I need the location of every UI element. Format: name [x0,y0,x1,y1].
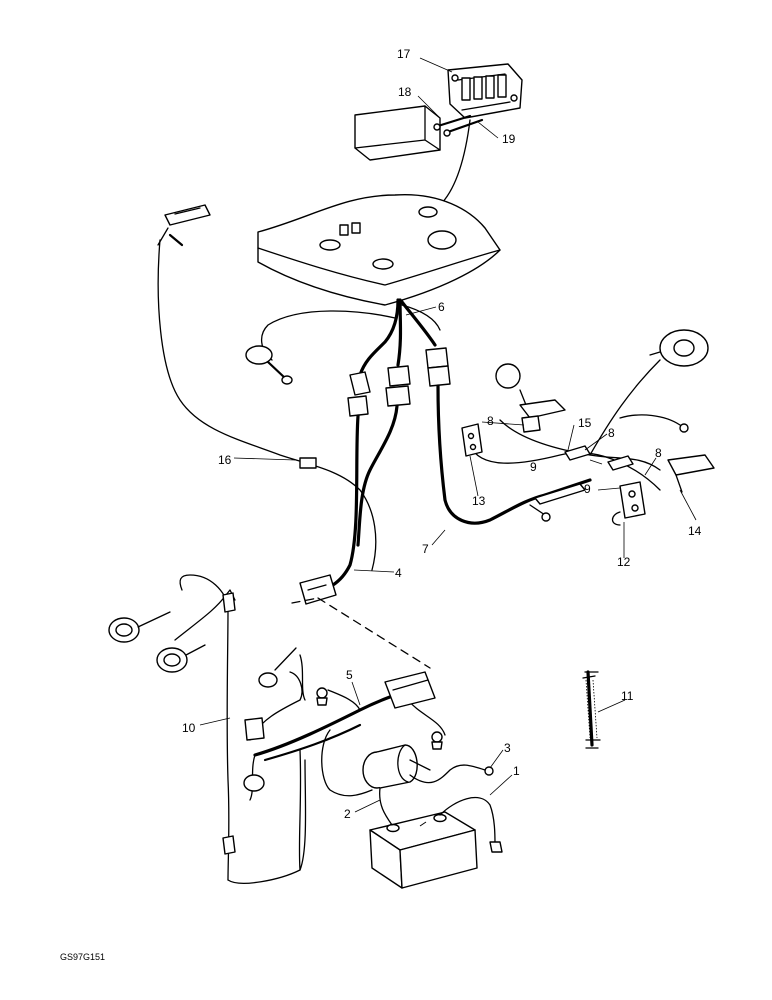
battery [369,811,478,889]
harness-4 [299,404,399,605]
harness-16 [157,239,377,571]
callout-18: 18 [398,85,412,99]
harness-10 [174,574,307,884]
bulb-holder-left [243,647,297,792]
warning-lamp-strip [157,204,211,247]
callout-10: 10 [182,721,196,735]
strap-15 [582,670,601,749]
callout-12: 13 [472,494,486,508]
harness-7 [436,384,592,525]
callout-7: 7 [422,542,429,556]
tail-lamp-left [108,611,171,643]
instrument-console [257,193,501,306]
callout-3: 3 [504,741,511,755]
switch-12 [461,423,483,457]
starter-motor [362,744,431,789]
callout-6: 6 [438,300,445,314]
bulbs [316,687,443,750]
fuse-box [447,63,523,119]
callout-19: 19 [502,132,516,146]
sender-unit-left [245,310,396,385]
cable-3 [409,764,486,784]
callout-9-b: 9 [584,482,591,496]
tail-lamp-right [156,644,206,673]
callout-8-a: 8 [487,414,494,428]
callout-8-c: 8 [655,446,662,460]
callout-4: 4 [395,566,402,580]
callout-2: 2 [344,807,351,821]
lamp-13 [667,454,715,493]
harness-6 [347,298,451,417]
harness-16-connector [299,457,317,469]
callout-5: 5 [346,668,353,682]
switch-11 [611,481,646,526]
ground-lead-7 [529,504,546,516]
switch-lamp-8-top [519,399,566,433]
cable-2 [379,787,393,826]
horn [649,329,709,367]
callout-13: 14 [688,524,702,538]
fuse-box-cover [354,105,441,161]
round-indicator-lamp [495,363,529,411]
harness-5-connector [384,671,436,709]
chassis-outline [291,597,431,669]
callout-11: 12 [617,555,631,569]
callouts: 17 18 19 6 8 15 8 8 9 9 13 14 12 7 4 16 … [60,47,702,962]
cable-1 [439,796,496,846]
callout-15: 11 [621,689,634,703]
callout-16: 16 [218,453,232,467]
callout-17: 17 [397,47,411,61]
harness-14 [469,359,689,491]
drawing-reference: GS97G151 [60,952,105,962]
callout-1: 1 [513,764,520,778]
fuse-box-screws [433,114,484,137]
callout-8-b: 8 [608,426,615,440]
callout-14: 15 [578,416,592,430]
leader-lines [199,57,697,813]
callout-9-a: 9 [530,460,537,474]
fuse-box-feed-wire [439,119,471,206]
